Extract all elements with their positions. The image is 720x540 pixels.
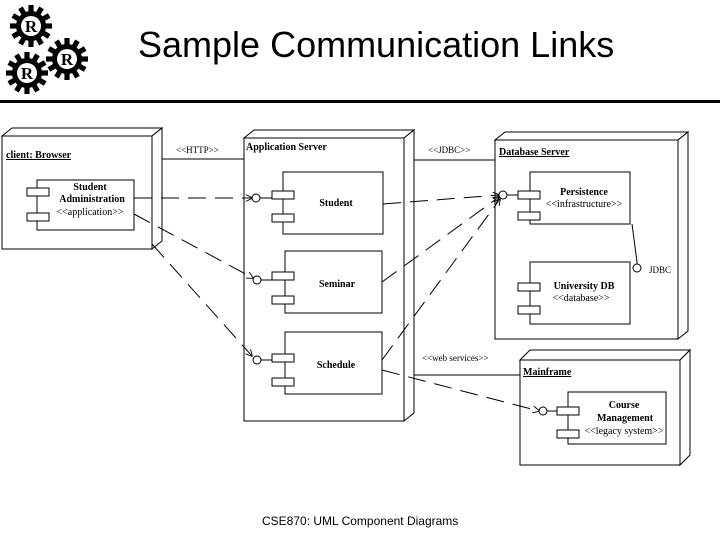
course-management-component[interactable] — [556, 391, 667, 445]
gear-letter: R — [25, 17, 38, 36]
seminar-component[interactable] — [271, 250, 383, 314]
component-name: Management — [597, 413, 654, 424]
db-server-node-name: Database Server — [499, 147, 570, 158]
jdbc-link-label: <<JDBC>> — [428, 145, 470, 155]
dependency-arrows — [133, 195, 539, 411]
component-name: Schedule — [317, 360, 356, 371]
component-stereotype: <<legacy system>> — [585, 426, 664, 437]
student-component[interactable] — [271, 171, 384, 235]
app-server-node-name: Application Server — [246, 142, 327, 153]
student-admin-component[interactable] — [26, 179, 135, 231]
component-stereotype: <<infrastructure>> — [546, 199, 623, 210]
component-stereotype: <<database>> — [553, 293, 610, 304]
component-name: Persistence — [560, 187, 608, 198]
component-name: Seminar — [319, 279, 356, 290]
component-stereotype: <<application>> — [57, 207, 124, 218]
component-name: University DB — [554, 281, 615, 292]
persistence-component[interactable] — [517, 171, 631, 225]
gears-logo: R R R — [6, 5, 88, 94]
component-name: Course — [609, 400, 640, 411]
footer-text: CSE870: UML Component Diagrams — [262, 514, 459, 528]
interface-lollipops — [251, 190, 642, 416]
http-link-label: <<HTTP>> — [176, 145, 219, 155]
component-name: Student — [73, 182, 107, 193]
schedule-component[interactable] — [271, 331, 383, 395]
browser-node-name: client: Browser — [6, 150, 72, 161]
web-services-link-label: <<web services>> — [422, 353, 489, 363]
communication-links — [162, 158, 638, 376]
jdbc-interface-label: JDBC — [649, 265, 671, 275]
component-name: Administration — [59, 194, 125, 205]
mainframe-node-name: Mainframe — [523, 367, 572, 378]
gear-letter: R — [61, 50, 74, 69]
university-db-component[interactable] — [517, 261, 631, 325]
title-divider — [0, 100, 720, 103]
gear-letter: R — [21, 64, 34, 83]
component-name: Student — [319, 198, 353, 209]
page-title: Sample Communication Links — [138, 24, 615, 65]
